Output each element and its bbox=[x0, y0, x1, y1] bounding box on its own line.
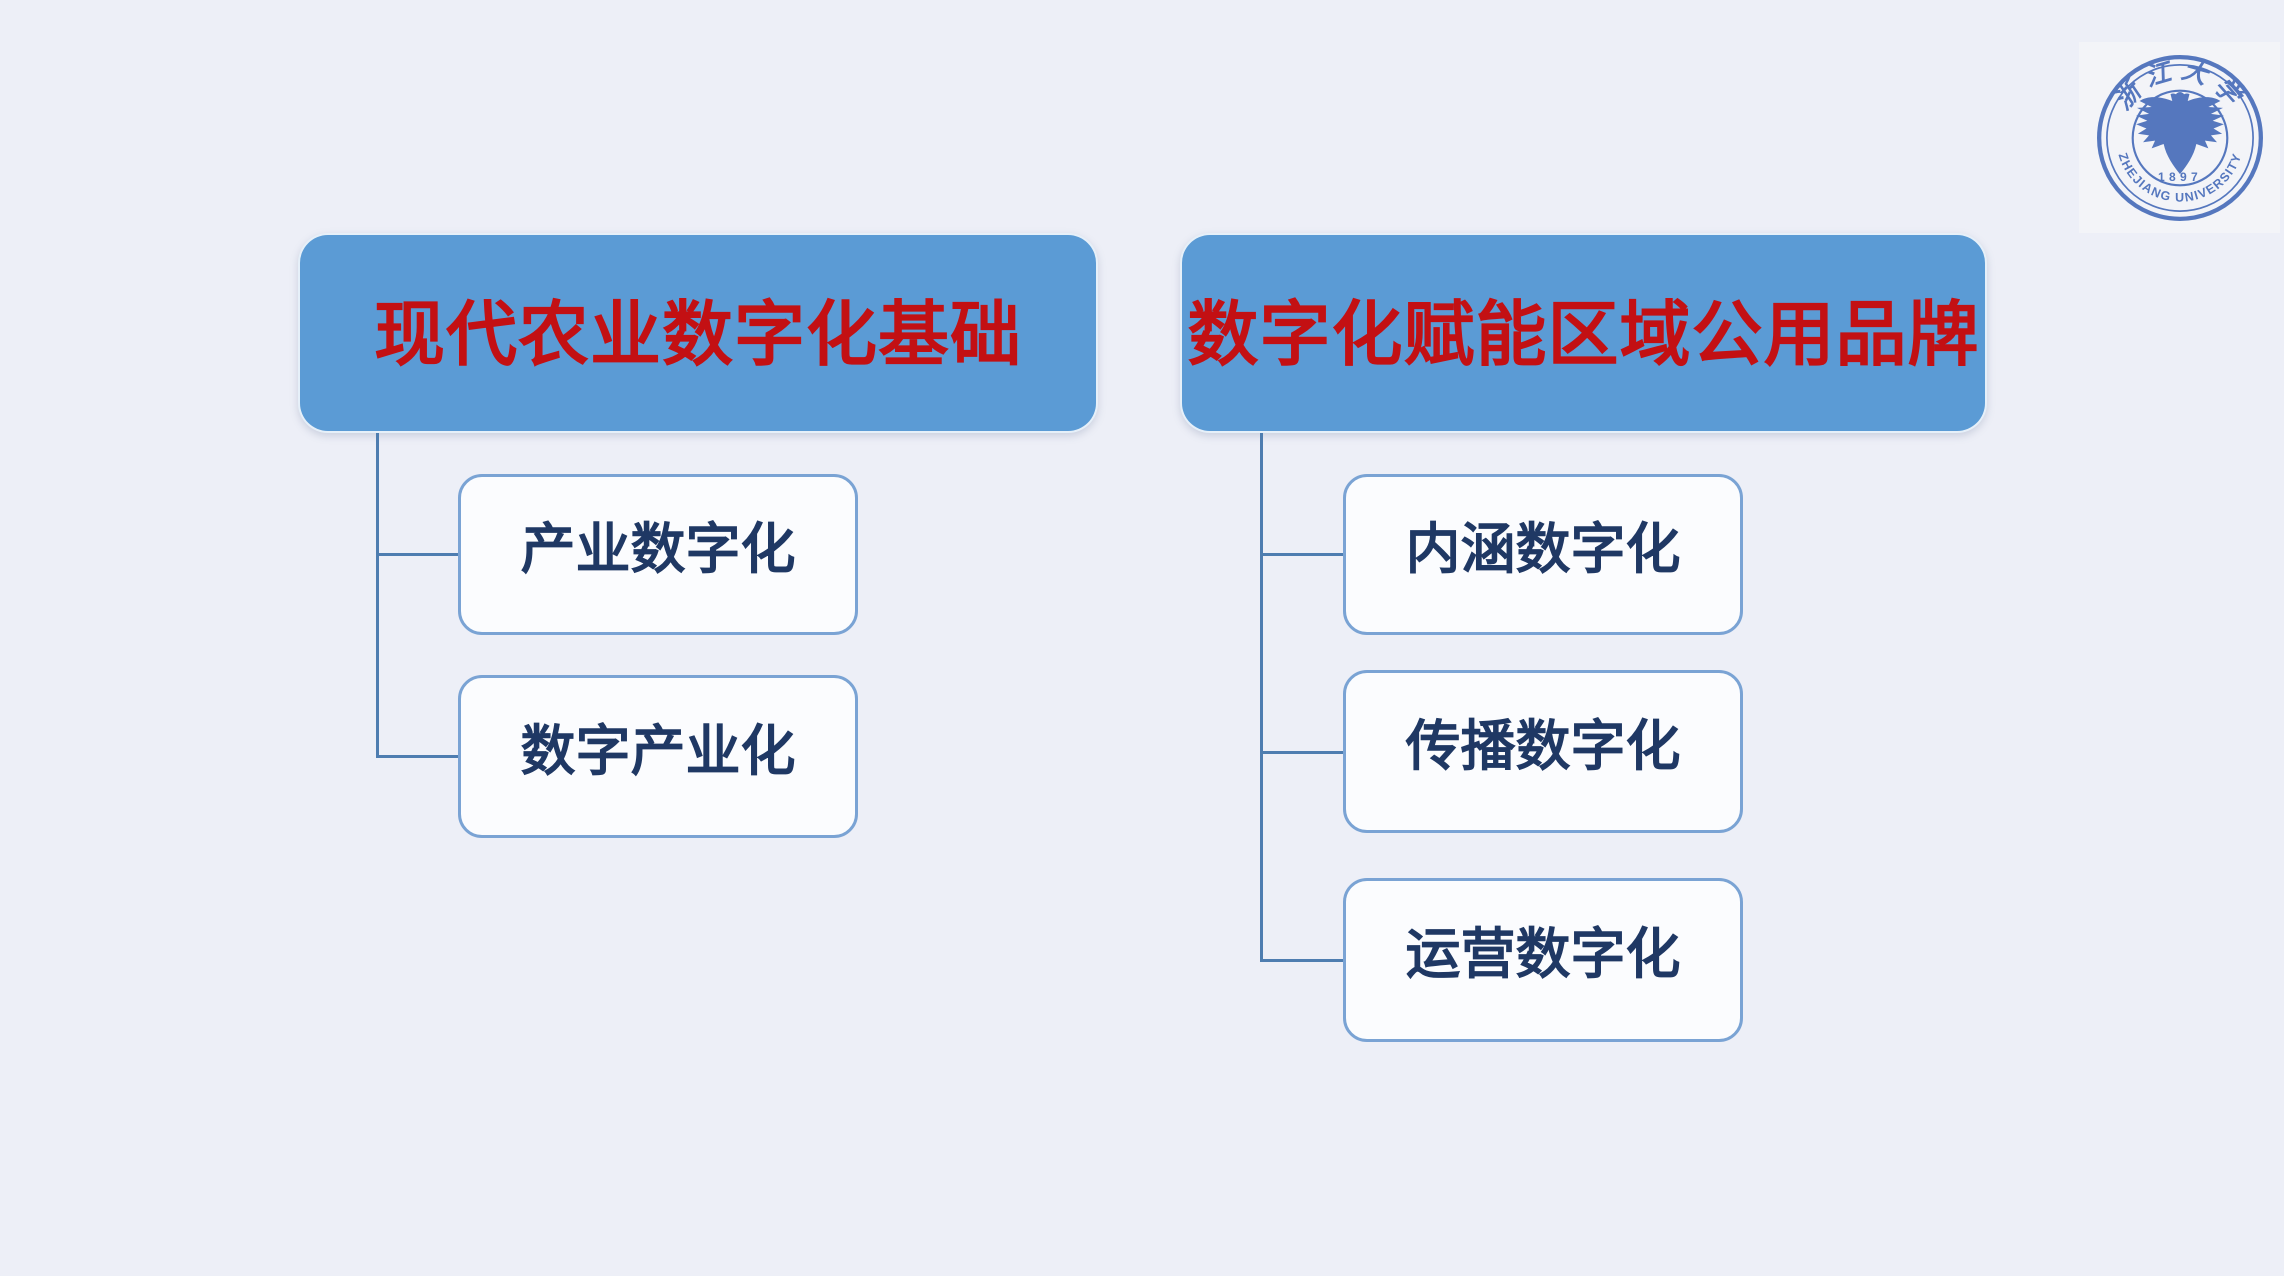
header-box-regional-brand: 数字化赋能区域公用品牌 bbox=[1180, 233, 1987, 433]
connector-horizontal bbox=[376, 553, 458, 556]
zhejiang-university-seal-icon: 浙江大学 ZHEJIANG UNIVERSITY 1897 bbox=[2096, 54, 2263, 221]
child-label: 内涵数字化 bbox=[1405, 517, 1681, 580]
eagle-icon bbox=[2135, 92, 2180, 174]
child-box-operation-digitalization: 运营数字化 bbox=[1343, 878, 1743, 1042]
seal-year-text: 1897 bbox=[2158, 170, 2202, 184]
child-box-connotation-digitalization: 内涵数字化 bbox=[1343, 474, 1743, 635]
child-box-digital-industrialization: 数字产业化 bbox=[458, 675, 858, 838]
child-label: 传播数字化 bbox=[1405, 714, 1681, 777]
child-box-communication-digitalization: 传播数字化 bbox=[1343, 670, 1743, 833]
header-label: 现代农业数字化基础 bbox=[373, 296, 1022, 375]
connector-horizontal bbox=[1260, 553, 1343, 556]
seal-core-ring bbox=[2131, 89, 2228, 186]
connector-horizontal bbox=[1260, 959, 1343, 962]
child-label: 运营数字化 bbox=[1405, 923, 1681, 985]
seal-outer-ring bbox=[2096, 54, 2263, 221]
connector-vertical bbox=[1260, 433, 1263, 962]
university-logo: 浙江大学 ZHEJIANG UNIVERSITY 1897 bbox=[2079, 42, 2280, 233]
connector-horizontal bbox=[1260, 751, 1343, 754]
child-label: 数字产业化 bbox=[520, 719, 796, 782]
connector-horizontal bbox=[376, 755, 458, 758]
header-box-modern-agriculture: 现代农业数字化基础 bbox=[298, 233, 1098, 433]
child-box-industry-digitalization: 产业数字化 bbox=[458, 474, 858, 635]
header-label: 数字化赋能区域公用品牌 bbox=[1187, 296, 1980, 375]
child-label: 产业数字化 bbox=[520, 517, 796, 580]
seal-inner-ring bbox=[2105, 63, 2254, 212]
connector-vertical bbox=[376, 433, 379, 758]
eagle-icon bbox=[2179, 92, 2224, 174]
